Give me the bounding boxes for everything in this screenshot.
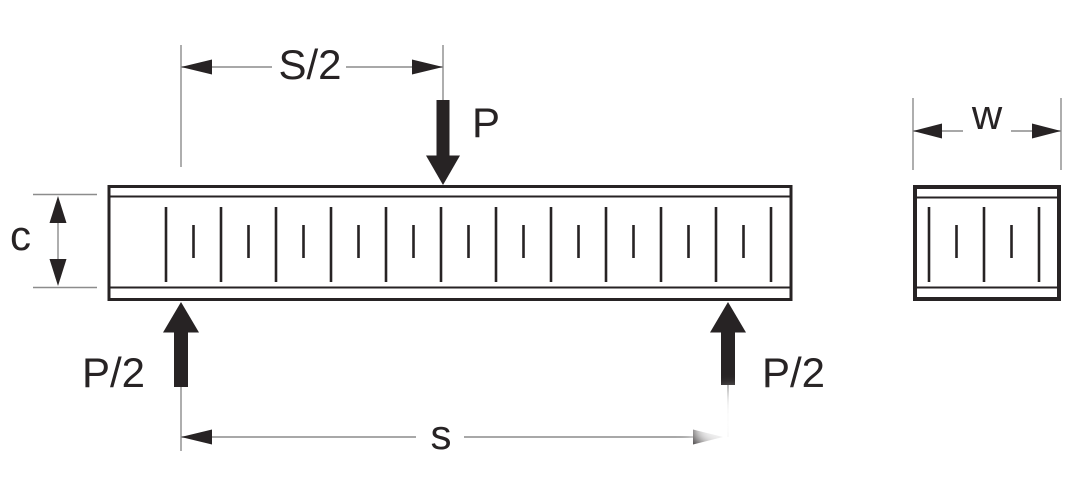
half-span-dimension: S/2 bbox=[180, 41, 444, 167]
label-width: w bbox=[971, 91, 1003, 138]
section-crack-lines bbox=[927, 207, 1041, 282]
reaction-left-shaft bbox=[174, 330, 188, 387]
load-arrow-head-icon bbox=[426, 155, 460, 185]
load-arrow-P: P bbox=[426, 99, 500, 185]
elevation-crack-lines bbox=[164, 207, 773, 282]
beam-outline bbox=[107, 185, 793, 301]
depth-dimension: c bbox=[10, 193, 97, 289]
arrow-left-icon bbox=[181, 59, 212, 75]
arrow-up-icon bbox=[49, 196, 67, 223]
reaction-right-shaft bbox=[721, 330, 735, 385]
label-reaction-left: P/2 bbox=[82, 349, 145, 396]
arrow-left-icon bbox=[913, 123, 942, 139]
reaction-left-head-icon bbox=[163, 302, 199, 333]
beam-cross-section bbox=[913, 185, 1061, 301]
arrow-left-icon bbox=[181, 429, 212, 445]
smudge-artifact bbox=[690, 390, 880, 463]
section-outline bbox=[913, 185, 1061, 301]
label-span: s bbox=[431, 411, 452, 458]
load-arrow-shaft bbox=[436, 100, 450, 157]
label-reaction-right: P/2 bbox=[762, 349, 825, 396]
span-dimension: s bbox=[181, 411, 723, 458]
smudge-blob bbox=[703, 390, 763, 438]
reaction-arrow-left: P/2 bbox=[82, 302, 199, 451]
label-load: P bbox=[472, 99, 500, 146]
arrow-right-icon bbox=[412, 59, 443, 75]
label-depth: c bbox=[10, 212, 31, 259]
arrow-right-icon bbox=[1032, 123, 1061, 139]
label-half-span: S/2 bbox=[278, 41, 341, 88]
reaction-right-head-icon bbox=[710, 302, 746, 333]
beam-elevation bbox=[107, 185, 793, 301]
width-dimension: w bbox=[912, 91, 1062, 170]
arrow-down-icon bbox=[49, 259, 67, 286]
